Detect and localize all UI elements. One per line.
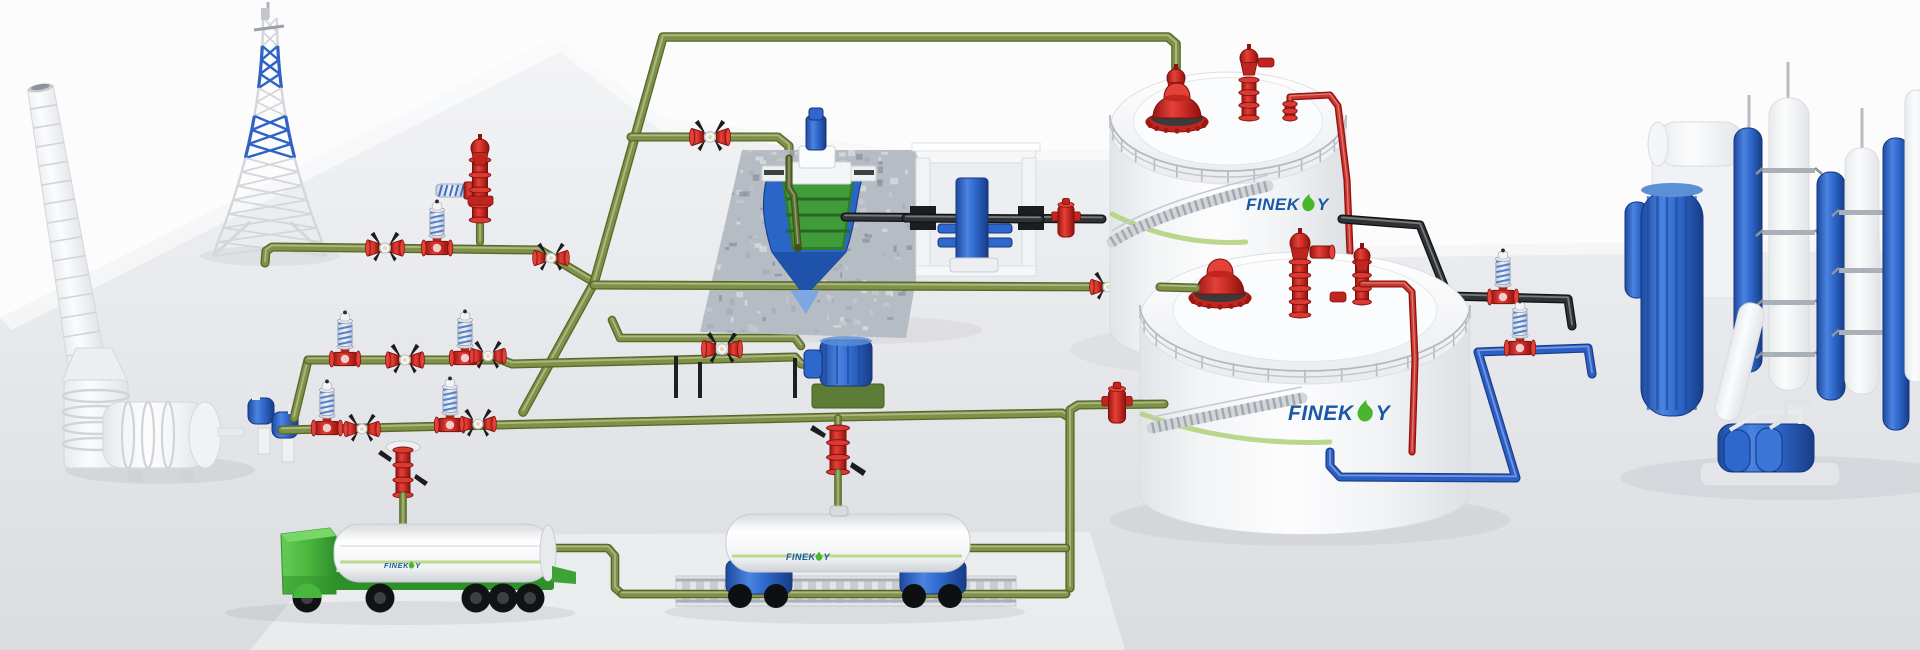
svg-text:FINEK: FINEK (786, 552, 817, 562)
tank-relief-bell-valve (1188, 258, 1252, 310)
svg-text:Y: Y (415, 561, 421, 570)
pipeline-top-loop (518, 32, 1181, 417)
row2-pipe (289, 355, 313, 423)
svg-text:FINEK: FINEK (1288, 402, 1355, 425)
svg-text:FINEK: FINEK (1246, 195, 1301, 214)
railcar-loading-tree (810, 414, 866, 516)
railcar-tank-logo: FINEK Y (786, 551, 831, 562)
tank-railing (1139, 304, 1471, 383)
wellhead-cap-valve (470, 134, 490, 166)
pipeline-valve (701, 331, 743, 364)
rail-rear-pipe (953, 543, 1071, 553)
tank-staircase (1106, 174, 1274, 248)
wellhead-manifold-row-1 (260, 134, 597, 286)
svg-text:FINEK: FINEK (384, 561, 409, 570)
tank-railing (1109, 114, 1347, 183)
pipeline-valve (469, 340, 507, 369)
pipeline-valve (532, 242, 570, 271)
pipeline-tank2-inlet (1155, 282, 1201, 293)
leaning-column (1714, 302, 1765, 422)
svg-text:Y: Y (1317, 195, 1330, 214)
truck-loading-tree (378, 440, 428, 536)
blue-pipeline (1325, 343, 1597, 483)
flare-stack-column (27, 83, 108, 376)
wellhead-tree (1282, 100, 1298, 122)
rail-ground-pipe (617, 589, 1071, 599)
row2-upper-line (607, 315, 806, 351)
cargo-ship (761, 107, 877, 314)
transfer-pump (803, 336, 885, 409)
pipeline-valve (385, 343, 425, 374)
wellhead-tree (826, 424, 850, 476)
spring-actuated-valve (1503, 299, 1537, 357)
tank2-logo: FINEK Y (1288, 400, 1392, 425)
wellhead-manifold-row-3 (277, 376, 1169, 593)
tank1-logo: FINEK Y (1246, 193, 1330, 214)
storage-tank-2: FINEK Y (1139, 228, 1471, 535)
flare-stack (27, 83, 245, 482)
spring-actuated-valve (1486, 248, 1520, 306)
truck-tank-logo: FINEK Y (384, 560, 421, 570)
tank1-top-valves (1145, 44, 1354, 256)
pipeline-valve (343, 413, 381, 442)
tank-relief-bell-valve (1145, 82, 1209, 134)
wellhead-cap-valve (1239, 44, 1259, 76)
spring-actuated-valve (310, 379, 344, 437)
knockout-drum (102, 400, 245, 482)
radio-tower (212, 2, 328, 257)
pipeline-to-tank2 (589, 280, 1165, 292)
wellhead-tree (392, 446, 414, 499)
spring-actuated-valve (420, 199, 454, 257)
tank1-red-pipe (1286, 91, 1354, 256)
pipeline-valve (365, 231, 405, 262)
pipeline-valve (689, 119, 731, 152)
compressor-skid (1699, 400, 1841, 487)
wellhead-tree (1288, 258, 1312, 319)
tanker-truck: FINEK Y (280, 523, 576, 613)
pipeline-valve (459, 408, 497, 437)
distillation-columns (1624, 62, 1920, 487)
spring-actuated-valve (328, 310, 362, 368)
inline-strainer-valve (1051, 197, 1081, 238)
tank2-top-valves (1188, 228, 1419, 456)
loading-arm (937, 177, 1013, 273)
wellhead-tree (468, 156, 492, 224)
spring-actuated-valve (433, 376, 467, 434)
rail-tank-car: FINEK Y (725, 505, 971, 608)
wellhead-christmas-tree (435, 134, 494, 247)
tank-staircase (1146, 386, 1308, 434)
wellhead-cap-valve (1353, 243, 1371, 272)
wellhead-manifold-row-2 (289, 309, 885, 423)
tank2-red-pipe (1358, 280, 1419, 456)
svg-text:Y: Y (1376, 402, 1392, 425)
inline-strainer-valve (1101, 381, 1133, 424)
ship-deck-pipe (785, 154, 802, 250)
svg-text:Y: Y (824, 552, 831, 562)
wellhead-tree (1238, 76, 1260, 122)
